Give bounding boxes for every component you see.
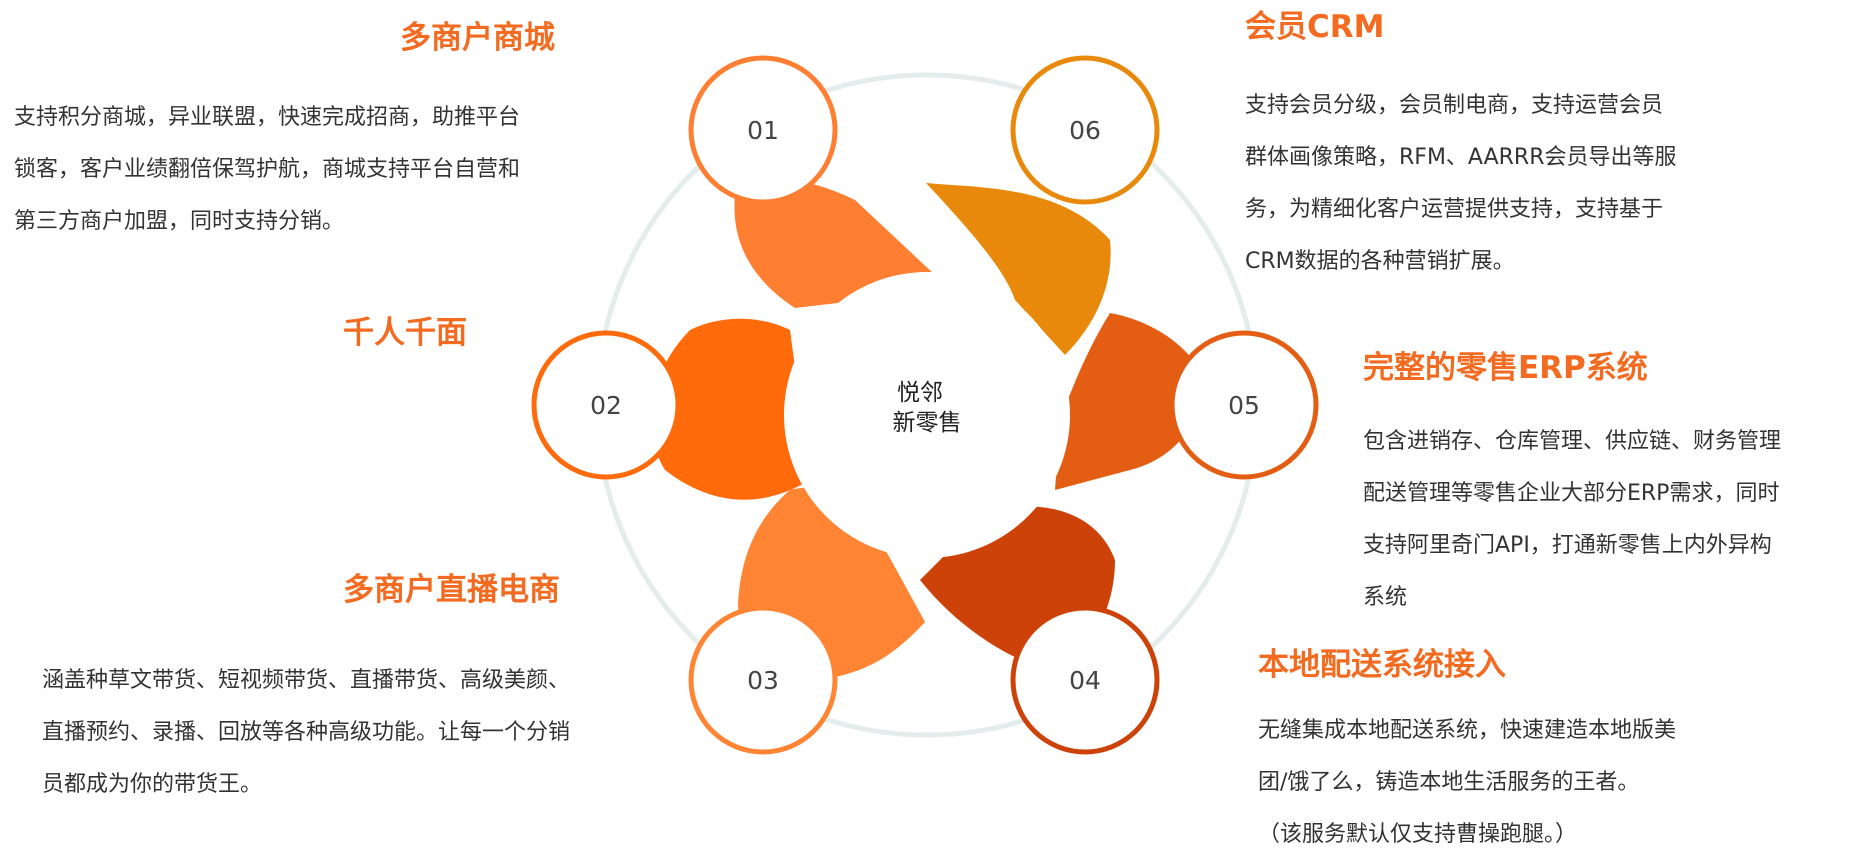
node-01-number: 01 — [747, 116, 779, 145]
node-04-title: 本地配送系统接入 — [1258, 647, 1506, 683]
node-01-circle — [688, 55, 838, 205]
node-06-circle — [1010, 55, 1160, 205]
node-01-title-block: 多商户商城 — [400, 18, 555, 58]
node-04-title-block: 本地配送系统接入 — [1258, 645, 1506, 685]
center-circle — [784, 272, 1070, 558]
node-03-title-block: 多商户直播电商 — [343, 570, 560, 610]
node-03-circle — [688, 605, 838, 755]
petal-02 — [651, 318, 810, 500]
node-03-number: 03 — [747, 666, 779, 695]
petal-05 — [1055, 313, 1205, 490]
node-06-title: 会员CRM — [1245, 9, 1385, 45]
node-04-description: 无缝集成本地配送系统，快速建造本地版美 团/饿了么，铸造本地生活服务的王者。 （… — [1258, 718, 1677, 847]
node-04-number: 04 — [1069, 666, 1101, 695]
node-02-title: 千人千面 — [343, 315, 467, 351]
node-06-description: 支持会员分级，会员制电商，支持运营会员 群体画像策略，RFM、AARRR会员导出… — [1245, 93, 1677, 274]
node-05-circle — [1169, 330, 1319, 480]
node-04-circle — [1010, 605, 1160, 755]
node-03-title: 多商户直播电商 — [343, 572, 560, 608]
center-label-line2: 新零售 — [893, 410, 962, 436]
number-circles: 01 02 03 04 05 06 — [531, 55, 1319, 755]
node-05-number: 05 — [1228, 391, 1260, 420]
node-02-number: 02 — [590, 391, 622, 420]
node-01-title: 多商户商城 — [400, 20, 555, 56]
node-05-title-block: 完整的零售ERP系统 — [1363, 348, 1648, 388]
node-05-description: 包含进销存、仓库管理、供应链、财务管理 配送管理等零售企业大部分ERP需求，同时… — [1363, 429, 1782, 610]
node-02-title-block: 千人千面 — [343, 313, 467, 353]
node-06-number: 06 — [1069, 116, 1101, 145]
node-03-description: 涵盖种草文带货、短视频带货、直播带货、高级美颜、 直播预约、录播、回放等各种高级… — [42, 668, 571, 797]
node-05-title: 完整的零售ERP系统 — [1363, 350, 1648, 386]
node-02-circle — [531, 330, 681, 480]
center-label-line1: 悦邻 — [897, 380, 943, 406]
node-01-description: 支持积分商城，异业联盟，快速完成招商，助推平台 锁客，客户业绩翻倍保驾护航，商城… — [14, 105, 521, 234]
petal-06 — [926, 183, 1111, 355]
node-06-title-block: 会员CRM — [1245, 7, 1384, 47]
